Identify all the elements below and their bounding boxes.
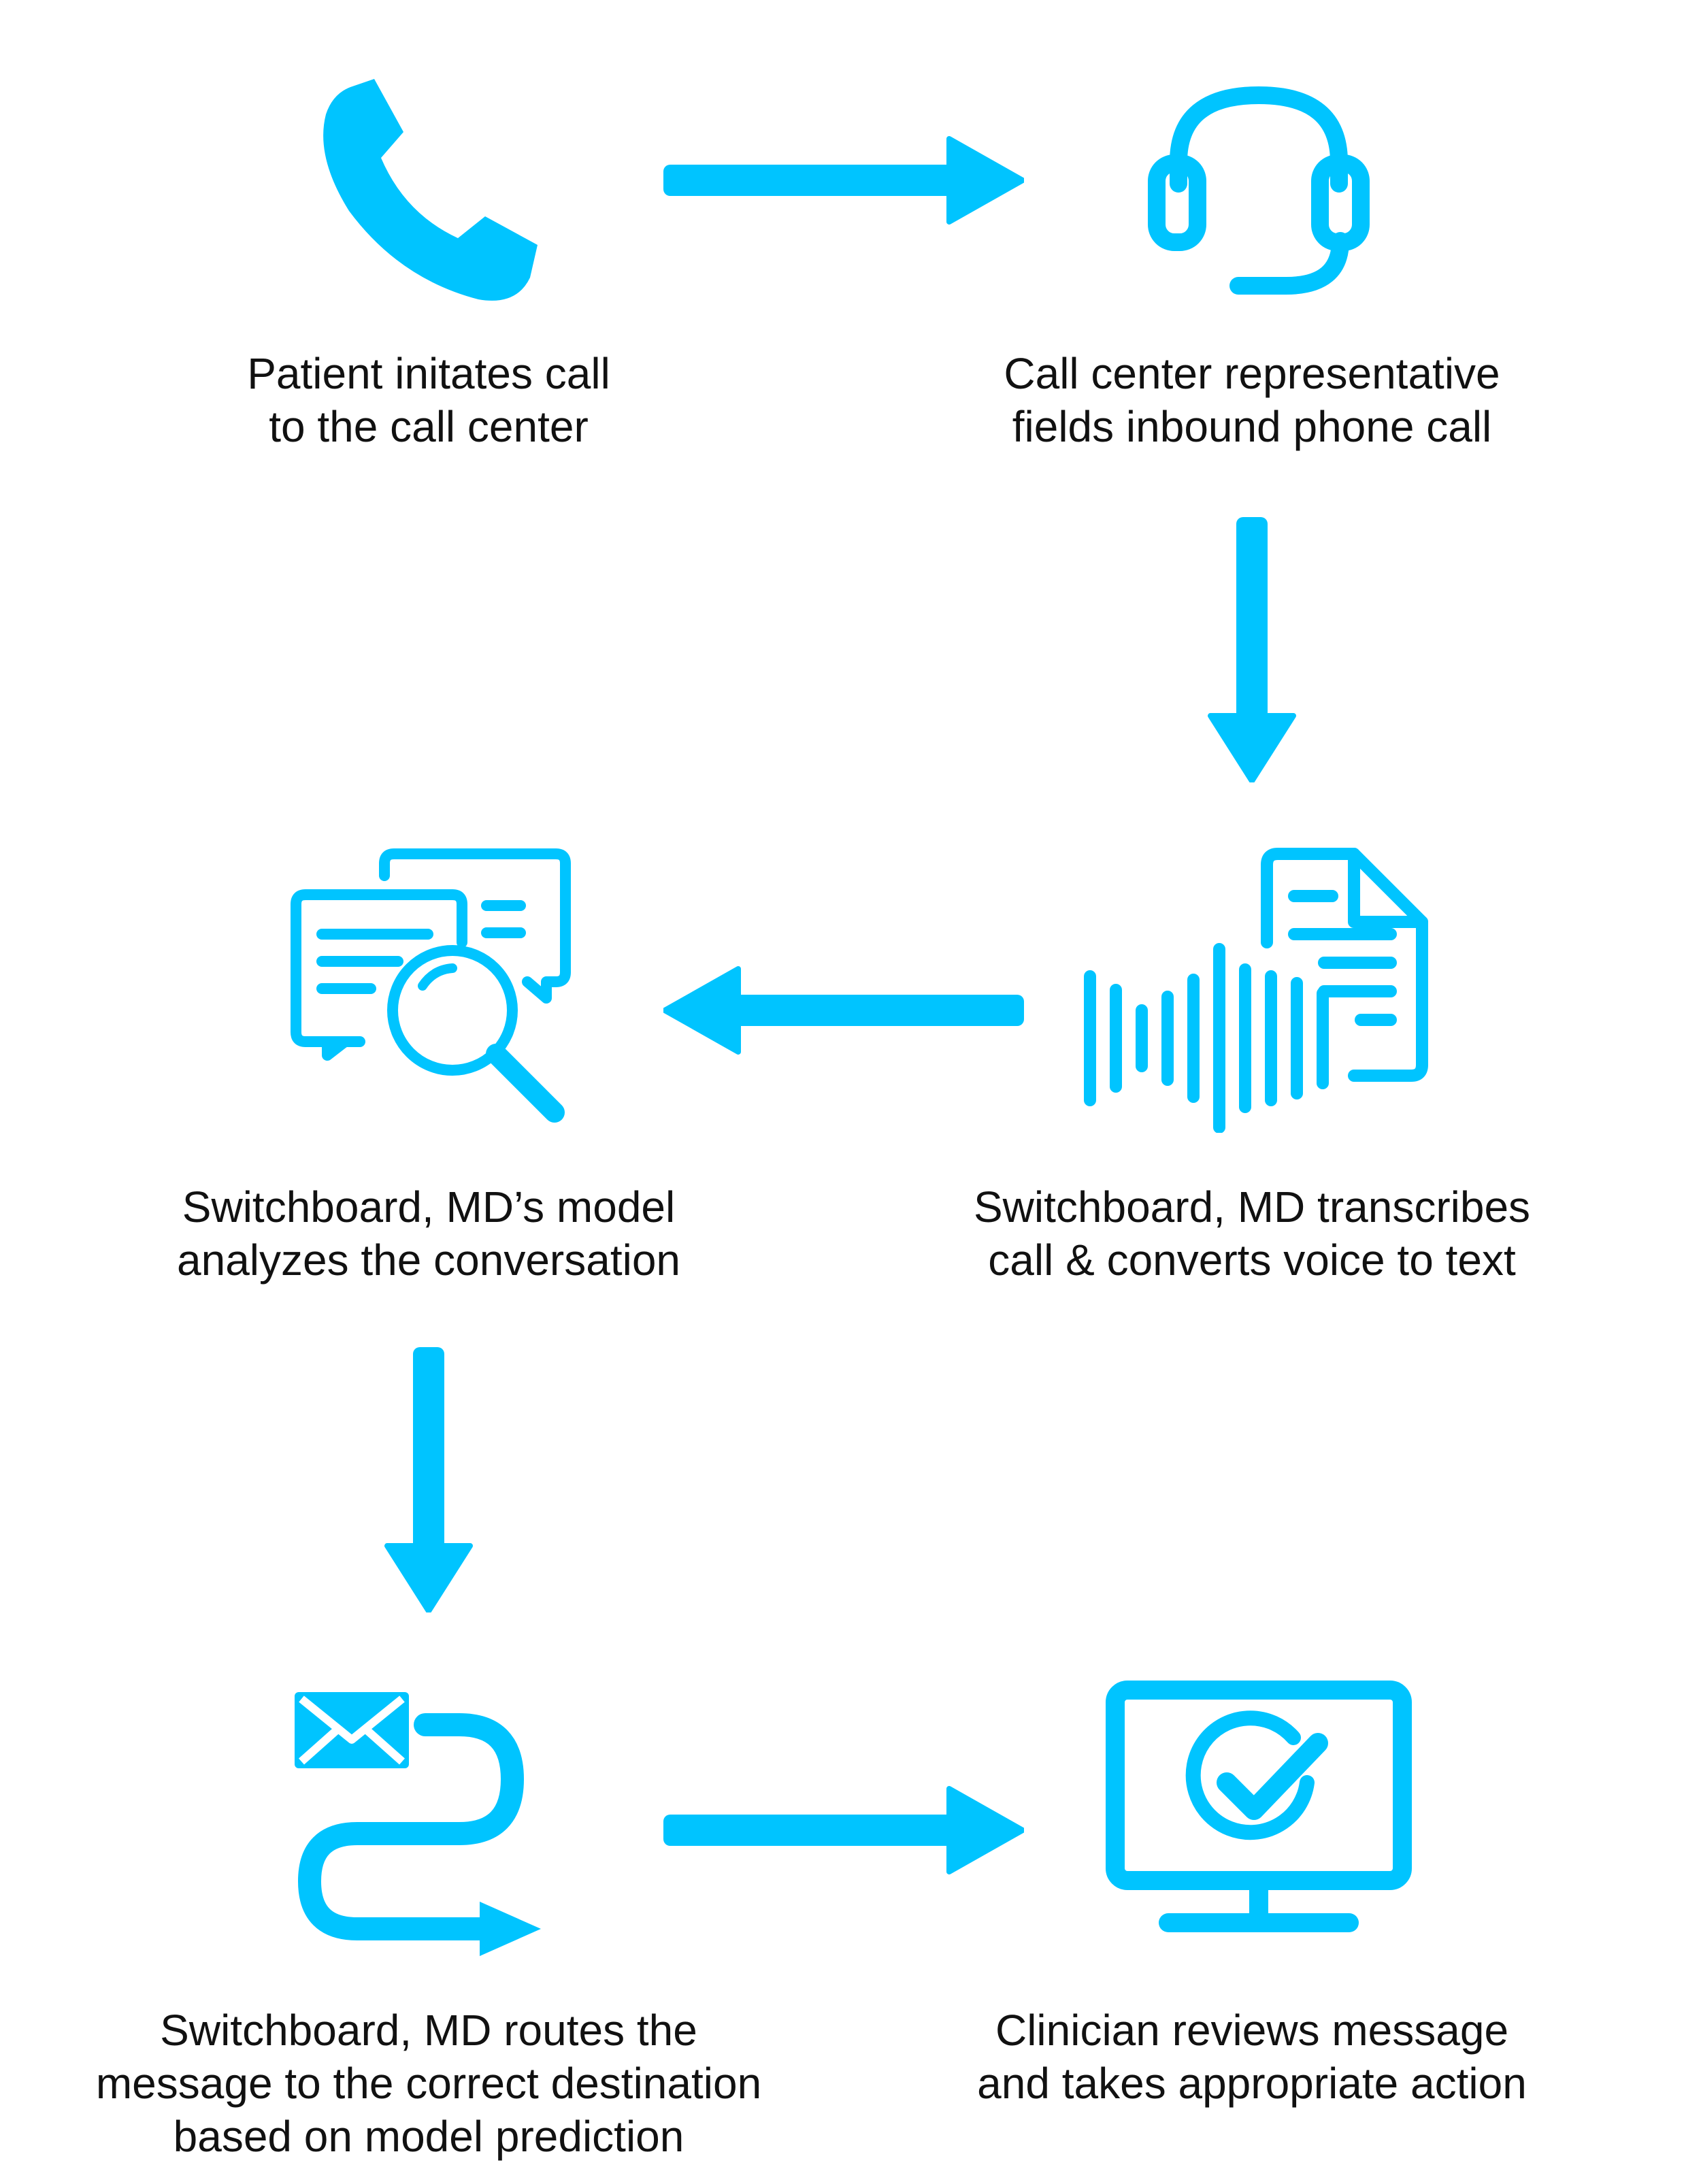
step-3-label: Switchboard, MD transcribes call & conve… [878, 1180, 1626, 1287]
audio-transcript-icon [1082, 847, 1436, 1133]
step-6-label-line-1: Clinician reviews message [995, 2006, 1509, 2055]
chat-analysis-icon [289, 847, 575, 1133]
arrow-down-2 [384, 1347, 473, 1612]
step-5-label-line-1: Switchboard, MD routes the [160, 2006, 697, 2055]
step-5-label-line-3: based on model prediction [173, 2112, 684, 2161]
step-4-label-line-2: analyzes the conversation [177, 1236, 680, 1285]
step-6-label: Clinician reviews message and takes appr… [878, 2004, 1626, 2110]
step-3-label-line-1: Switchboard, MD transcribes [973, 1182, 1531, 1231]
arrow-right-2 [663, 1786, 1024, 1874]
monitor-check-icon [1106, 1681, 1412, 1939]
step-4-label-line-1: Switchboard, MD’s model [182, 1182, 676, 1231]
step-5-label: Switchboard, MD routes the message to th… [54, 2004, 803, 2163]
arrow-right-1 [663, 136, 1024, 225]
step-1-label-line-1: Patient initates call [247, 349, 610, 398]
step-2-label-line-2: fields inbound phone call [1012, 402, 1492, 451]
message-routing-icon [289, 1684, 561, 1956]
step-5-label-line-2: message to the correct destination [95, 2059, 762, 2108]
step-3-label-line-2: call & converts voice to text [988, 1236, 1516, 1285]
step-1-label-line-2: to the call center [269, 402, 589, 451]
step-2-label: Call center representative fields inboun… [878, 347, 1626, 453]
step-2-label-line-1: Call center representative [1004, 349, 1500, 398]
step-6-label-line-2: and takes appropriate action [977, 2059, 1527, 2108]
arrow-down-1 [1208, 517, 1296, 782]
arrow-left-1 [663, 966, 1024, 1055]
headset-icon [1143, 82, 1374, 299]
phone-icon [310, 75, 548, 306]
step-1-label: Patient initates call to the call center [54, 347, 803, 453]
step-4-label: Switchboard, MD’s model analyzes the con… [54, 1180, 803, 1287]
